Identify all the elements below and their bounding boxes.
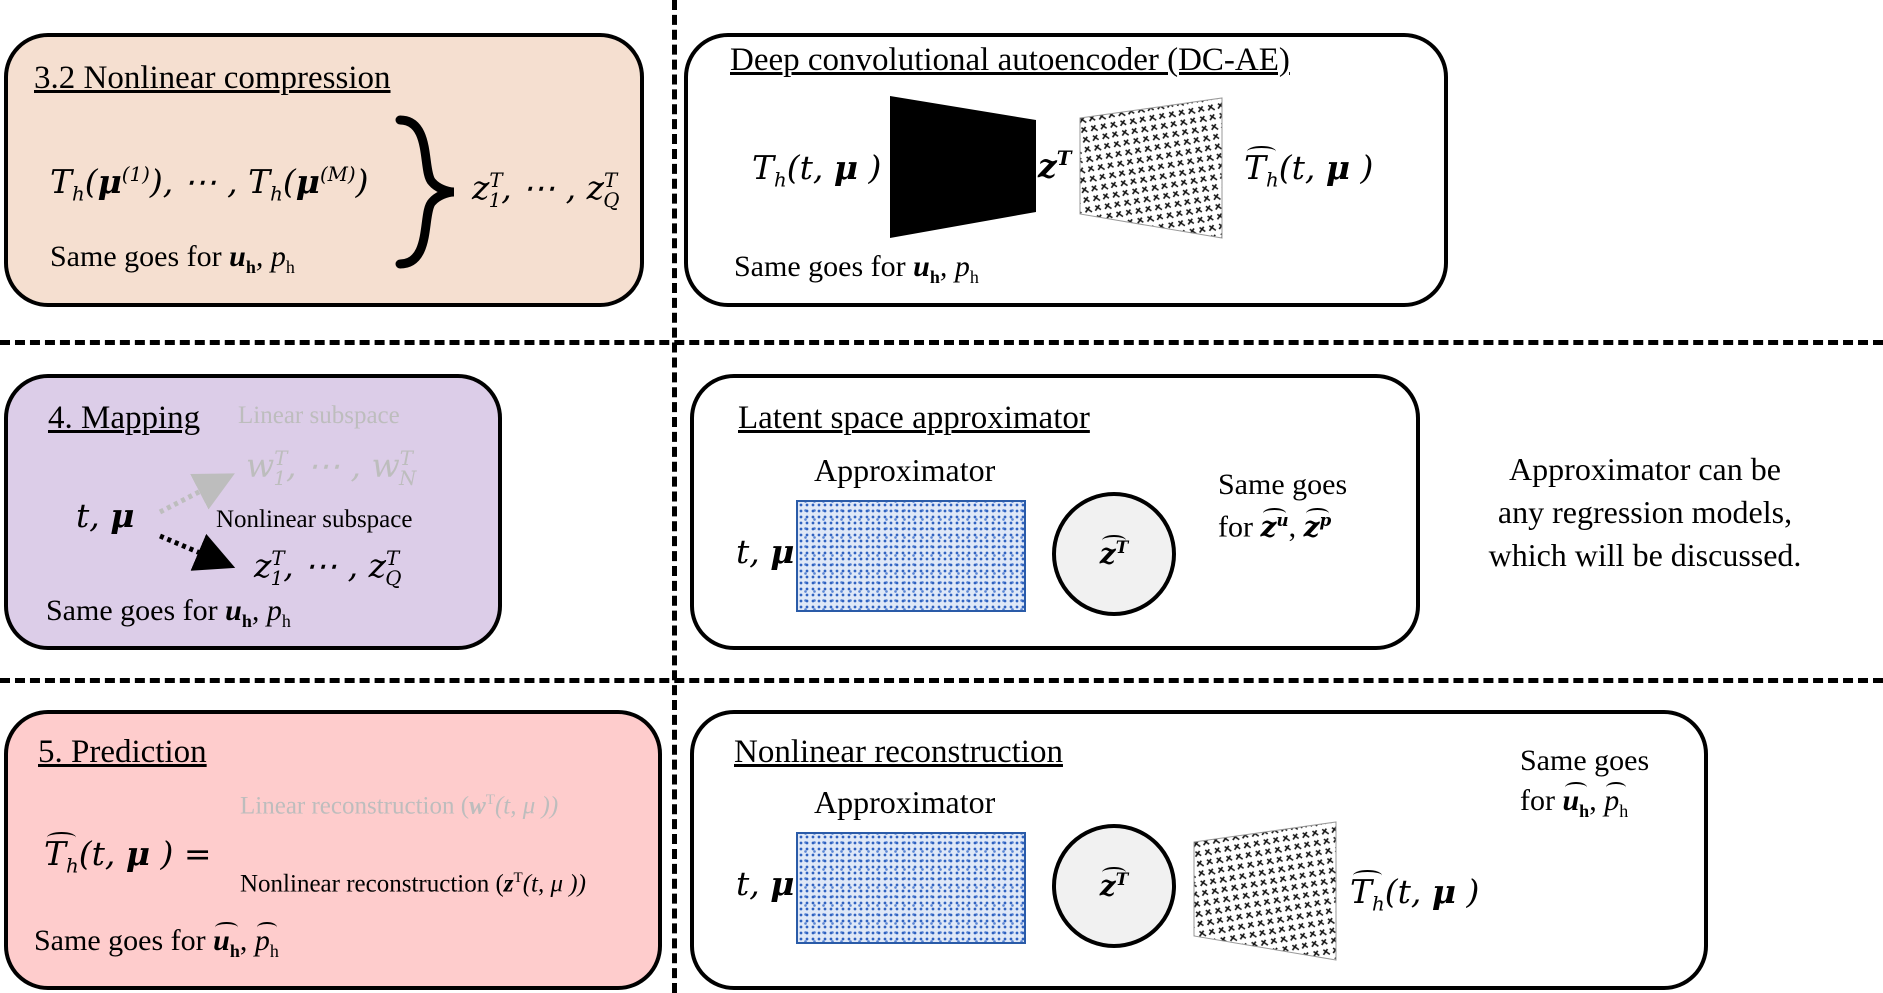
prediction-box (4, 710, 662, 990)
linear-reconstruction-text: Linear reconstruction (wT(t, μ )) (240, 792, 559, 820)
same-goes-text: Same goes for uh, ph (50, 240, 295, 277)
curly-brace-icon (395, 115, 455, 269)
reconstruction-latent-label: zT (1099, 867, 1129, 903)
dc-ae-same-goes: Same goes for uh, ph (734, 250, 979, 287)
snapshot-list: Th(μ(1)), ⋯ , Th(μ(M)) (50, 162, 369, 206)
horizontal-divider-top (0, 340, 1883, 345)
dc-ae-title: Deep convolutional autoencoder (DC-AE) (730, 42, 1290, 78)
reconstruction-output: Th(t, μ ) (1350, 870, 1480, 916)
nonlinear-compression-title: 3.2 Nonlinear compression (34, 60, 391, 96)
reconstruction-latent-node: zT (1052, 824, 1176, 948)
approximator-note: Approximator can be any regression model… (1468, 448, 1822, 577)
nonlinear-basis-list: zT1, ⋯ , zTQ (254, 546, 402, 590)
reconstruction-same-goes-line1: Same goes (1520, 744, 1650, 777)
vertical-divider (672, 0, 677, 993)
latent-prediction-node: zT (1052, 492, 1176, 616)
latent-same-goes-line1: Same goes (1218, 468, 1348, 501)
reconstruction-inputs: t, μ (736, 864, 795, 903)
prediction-same-goes: Same goes for uh, ph (34, 922, 279, 961)
linear-basis-list: wT1, ⋯ , wTN (246, 446, 417, 490)
prediction-title: 5. Prediction (38, 734, 207, 770)
dc-ae-input: Th(t, μ ) (752, 148, 882, 192)
nonlinear-reconstruction-title: Nonlinear reconstruction (734, 734, 1063, 770)
approximator-network (796, 500, 1026, 612)
latent-list: zT1, ⋯ , zTQ (472, 168, 620, 212)
dc-ae-box (684, 33, 1448, 307)
encoder-shape (890, 96, 1036, 238)
reconstruction-same-goes-line2: for uh, ph (1520, 782, 1629, 821)
nonlinear-reconstruction-text: Nonlinear reconstruction (zT(t, μ )) (240, 870, 586, 898)
approximator-inputs: t, μ (736, 532, 795, 571)
decoder-shape (1079, 97, 1223, 239)
reconstruction-decoder-shape (1193, 821, 1337, 961)
approximator-note-line: which will be discussed. (1488, 537, 1802, 573)
reconstruction-approximator-network (796, 832, 1026, 944)
mapping-same-goes: Same goes for uh, ph (46, 594, 291, 631)
approximator-label: Approximator (814, 452, 996, 488)
mapping-title: 4. Mapping (48, 400, 201, 436)
nonlinear-subspace-label: Nonlinear subspace (216, 506, 413, 533)
nonlinear-compression-box (4, 33, 644, 307)
linear-subspace-label: Linear subspace (238, 402, 400, 429)
latent-same-goes-line2: for zu, zp (1218, 507, 1332, 544)
prediction-lhs: Th(t, μ ) = (44, 832, 212, 878)
approximator-note-line: any regression models, (1497, 494, 1793, 530)
horizontal-divider-bottom (0, 678, 1883, 683)
latent-approximator-title: Latent space approximator (738, 400, 1090, 436)
mapping-inputs: t, μ (76, 496, 135, 535)
mapping-box (4, 374, 502, 650)
mapping-arrows (158, 473, 236, 571)
approximator-note-line: Approximator can be (1509, 451, 1781, 487)
dc-ae-latent: zT (1038, 146, 1072, 185)
dc-ae-output: Th(t, μ ) (1244, 146, 1374, 192)
latent-prediction-label: zT (1099, 535, 1129, 571)
reconstruction-approximator-label: Approximator (814, 784, 996, 820)
